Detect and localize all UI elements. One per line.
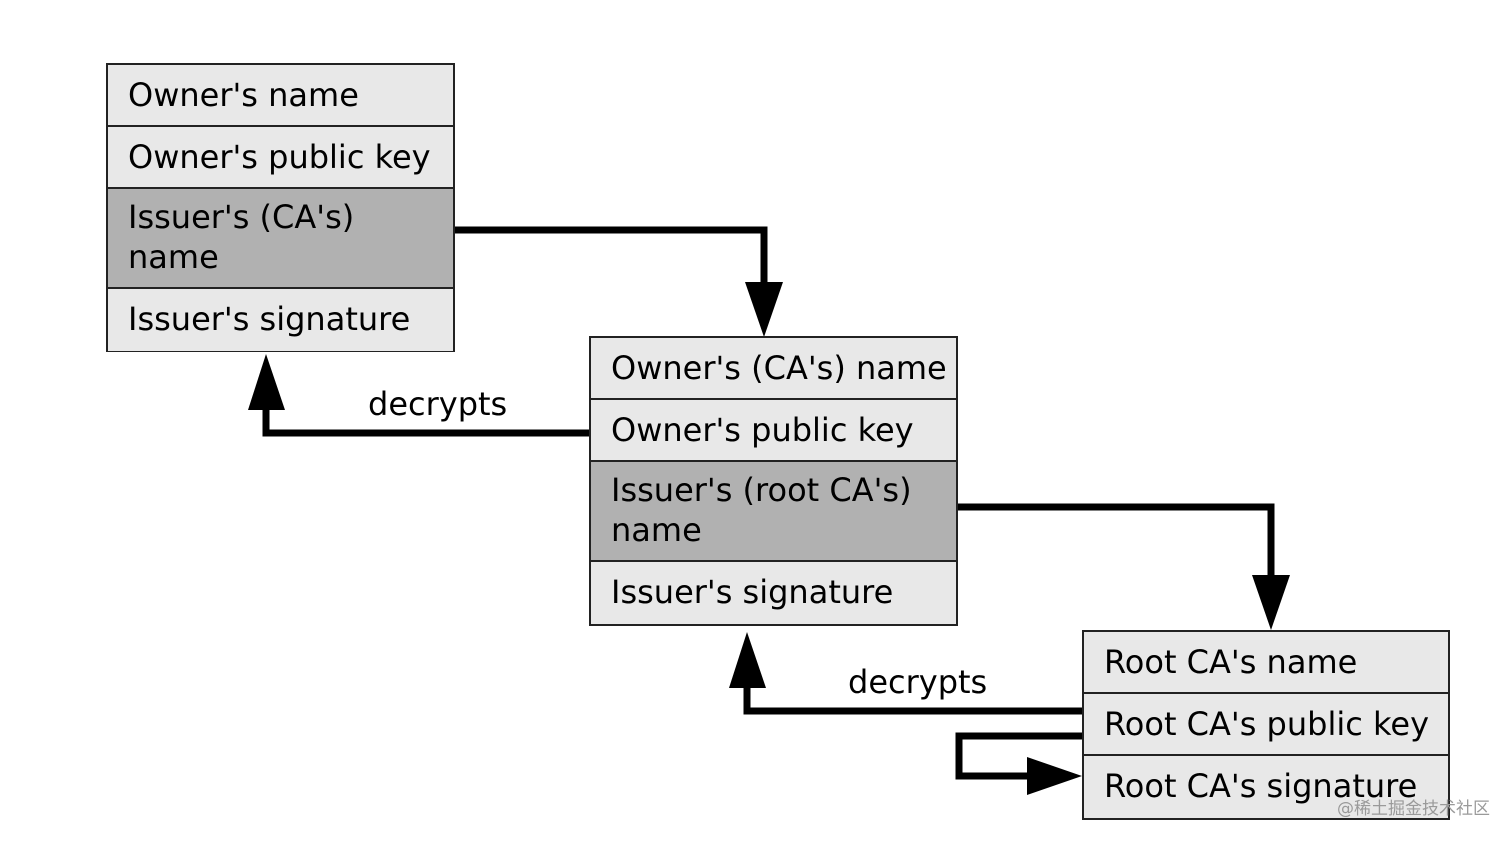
arrow-decrypts-1-head bbox=[248, 354, 285, 410]
decrypts-label-1: decrypts bbox=[368, 385, 508, 423]
watermark: @稀土掘金技术社区 bbox=[1337, 799, 1490, 819]
arrow-issuer-to-root-head bbox=[1252, 575, 1290, 630]
root-public-key-field: Root CA's public key bbox=[1084, 694, 1448, 756]
root-ca-certificate: Root CA's name Root CA's public key Root… bbox=[1082, 630, 1450, 820]
arrow-issuer-to-ca-line bbox=[455, 226, 768, 290]
cert1-owner-public-key-field: Owner's public key bbox=[108, 127, 453, 189]
end-entity-certificate: Owner's name Owner's public key Issuer's… bbox=[106, 63, 455, 352]
cert1-issuer-name-field: Issuer's (CA's) name bbox=[108, 189, 453, 289]
arrow-issuer-to-root-line bbox=[958, 503, 1275, 583]
root-signature-field: Root CA's signature bbox=[1084, 756, 1448, 818]
cert1-issuer-signature-field: Issuer's signature bbox=[108, 289, 453, 351]
decrypts-label-2: decrypts bbox=[848, 663, 988, 701]
arrow-issuer-to-ca-head bbox=[745, 282, 783, 337]
cert2-owner-public-key-field: Owner's public key bbox=[591, 400, 956, 462]
intermediate-ca-certificate: Owner's (CA's) name Owner's public key I… bbox=[589, 336, 958, 626]
cert2-owner-name-field: Owner's (CA's) name bbox=[591, 338, 956, 400]
arrow-self-sign-head bbox=[1027, 757, 1082, 795]
cert2-issuer-signature-field: Issuer's signature bbox=[591, 562, 956, 624]
arrow-self-sign-line bbox=[955, 732, 1082, 780]
root-name-field: Root CA's name bbox=[1084, 632, 1448, 694]
cert2-issuer-name-field: Issuer's (root CA's) name bbox=[591, 462, 956, 562]
cert1-owner-name-field: Owner's name bbox=[108, 65, 453, 127]
arrow-decrypts-2-head bbox=[729, 632, 766, 688]
